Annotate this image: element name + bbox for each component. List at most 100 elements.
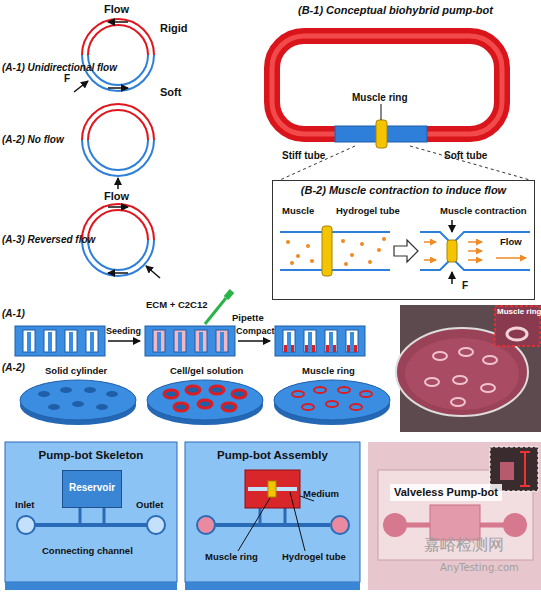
- leader-line: [238, 498, 270, 551]
- seeded-well: [174, 330, 186, 352]
- well: [346, 330, 358, 352]
- ring: [453, 376, 467, 384]
- annotation-label: Soft tube: [444, 150, 487, 161]
- particle: [286, 240, 290, 244]
- muscle-ring: [447, 240, 457, 262]
- annotation-label: Medium: [303, 489, 339, 499]
- dimension-bar: [524, 452, 526, 486]
- well: [86, 330, 98, 352]
- annotation-label: ECM + C2C12: [146, 300, 208, 310]
- slab: [145, 326, 235, 356]
- annotation-label: Connecting channel: [42, 546, 133, 556]
- annotation-label: Hydrogel tube: [336, 206, 400, 216]
- stiff-tube: [272, 36, 502, 134]
- rigid-arc: [88, 25, 148, 55]
- particle: [290, 261, 294, 265]
- step-arrow: [108, 340, 140, 342]
- soft-arc: [82, 140, 154, 176]
- leader-line: [381, 104, 382, 120]
- post: [178, 332, 182, 352]
- flow-arrow: [496, 257, 526, 259]
- watermark: AnyTesting.com: [440, 562, 519, 573]
- muscle-ring: [292, 391, 304, 397]
- seeded-well: [153, 330, 165, 352]
- annotation-label: Seeding: [106, 327, 141, 337]
- tube-wall: [280, 231, 390, 233]
- outlet-port: [331, 516, 349, 534]
- flow-arrow: [424, 241, 436, 243]
- node-title: Reservoir: [63, 482, 121, 494]
- annotation-label: Flow: [104, 190, 129, 202]
- post: [199, 332, 203, 352]
- gel-ring: [210, 386, 224, 394]
- annotation-label: Solid cylinder: [45, 366, 107, 376]
- annotation-label: Pipette: [232, 313, 264, 323]
- force-arrow: [146, 266, 160, 278]
- leader-line: [290, 492, 305, 551]
- particle: [368, 260, 372, 264]
- muscle-ring: [376, 120, 387, 148]
- soft-arc: [88, 240, 148, 270]
- mold-slab: [15, 326, 105, 356]
- outlet-port: [147, 516, 165, 534]
- post: [329, 332, 333, 352]
- force-arrow: [74, 81, 88, 92]
- cylinder: [48, 404, 60, 410]
- force-arrow: [451, 220, 453, 232]
- mold-slab: [275, 326, 365, 356]
- node-title: Pump-bot Skeleton: [5, 449, 177, 462]
- annotation-label: Cell/gel solution: [170, 366, 243, 376]
- annotation-label: Compact: [236, 327, 275, 337]
- annotation-label: (A-3) Reversed flow: [2, 234, 95, 245]
- particles: [286, 237, 386, 266]
- inlet-port: [17, 516, 35, 534]
- disc: [147, 380, 263, 420]
- particle: [310, 259, 314, 263]
- annotation-label: (A-1) Unidirectional flow: [2, 62, 117, 73]
- annotation-label: Muscle ring: [205, 552, 258, 562]
- soft-arc: [82, 240, 154, 276]
- muscle-ring: [326, 401, 338, 407]
- muscle-ring: [314, 387, 326, 393]
- cylinder: [72, 401, 84, 407]
- node-title: Pump-bot Assembly: [185, 449, 360, 462]
- post: [287, 332, 291, 352]
- post: [220, 332, 224, 352]
- pipette: [205, 298, 226, 324]
- rigid-arc: [88, 110, 148, 140]
- zoom-line: [410, 146, 530, 180]
- particle: [306, 244, 310, 248]
- gel-ring: [232, 390, 246, 398]
- well: [325, 330, 337, 352]
- rigid-arc: [88, 210, 148, 240]
- particle: [341, 239, 345, 243]
- post: [27, 332, 31, 352]
- post: [90, 332, 94, 352]
- channel: [284, 508, 287, 525]
- slab: [275, 326, 365, 356]
- muscle-ring: [350, 404, 362, 410]
- particle: [377, 248, 381, 252]
- gel-ring: [186, 386, 200, 394]
- muscle-ring: [338, 387, 350, 393]
- ring: [459, 348, 473, 356]
- seeded-well: [195, 330, 207, 352]
- ring: [425, 378, 439, 386]
- gel-ring: [222, 403, 236, 411]
- channel: [215, 523, 330, 527]
- cylinder: [96, 404, 108, 410]
- photo-rings: [425, 348, 497, 406]
- dimension-tick: [520, 485, 530, 487]
- annotation-label: (A-2) No flow: [2, 134, 64, 145]
- node-title: (B-2) Muscle contraction to induce flow: [273, 184, 534, 197]
- panel-box: (B-2) Muscle contraction to induce flow: [272, 180, 535, 300]
- channel: [35, 523, 147, 527]
- annotation-label: Flow: [104, 3, 129, 15]
- annotation-label: Muscle contraction: [440, 206, 527, 216]
- ring: [451, 398, 465, 406]
- annotation-label: Muscle ring: [352, 92, 408, 103]
- flow-arrow: [108, 272, 128, 274]
- block-edge: [5, 582, 177, 590]
